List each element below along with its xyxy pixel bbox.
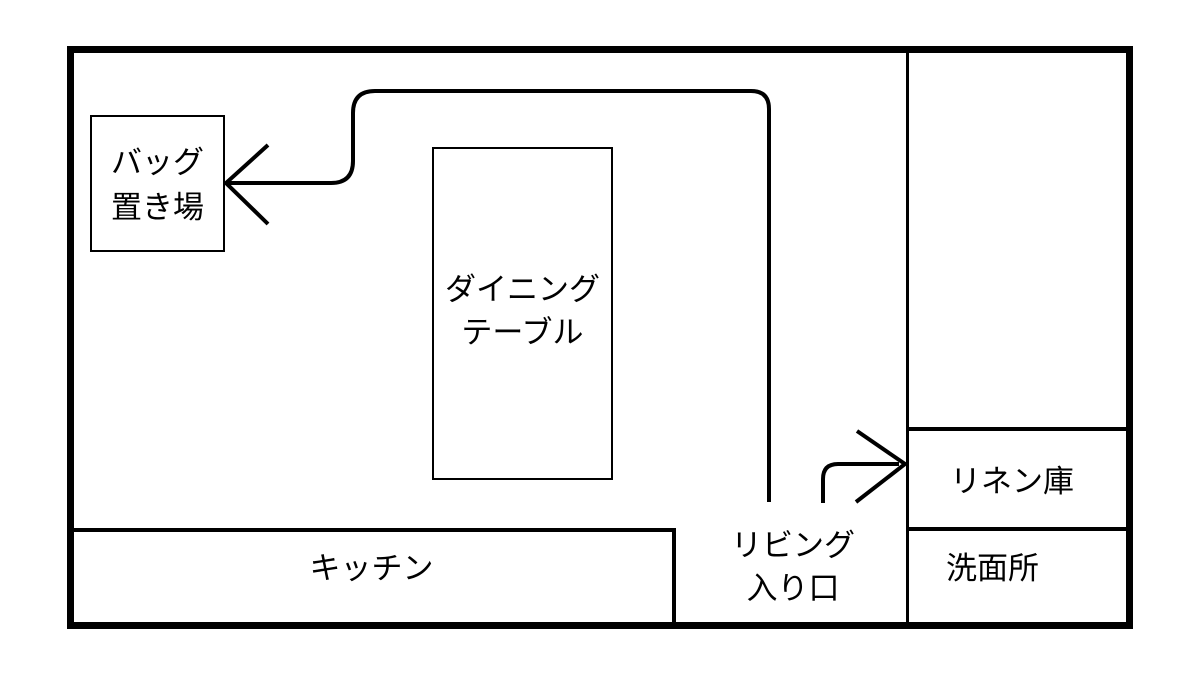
bag-storage-label-line2: 置き場: [111, 190, 204, 225]
living-entrance-label-line2: 入り口: [746, 571, 840, 606]
washroom-label: 洗面所: [946, 551, 1039, 586]
dining-table-label: ダイニング テーブル: [432, 268, 613, 354]
kitchen-label: キッチン: [309, 551, 434, 586]
linen-closet-label: リネン庫: [950, 464, 1074, 499]
kitchen-box: [67, 528, 676, 629]
linen-closet-top-wall: [908, 427, 1126, 431]
dining-table-label-line2: テーブル: [461, 315, 584, 350]
bag-storage-label: バッグ 置き場: [91, 140, 224, 230]
bag-storage-label-line1: バッグ: [111, 145, 204, 180]
washroom-top-wall: [908, 527, 1126, 531]
right-section-wall: [906, 53, 909, 622]
living-entrance-label-line1: リビング: [731, 528, 855, 563]
living-entrance-label: リビング 入り口: [703, 524, 883, 610]
dining-table-label-line1: ダイニング: [445, 272, 600, 307]
